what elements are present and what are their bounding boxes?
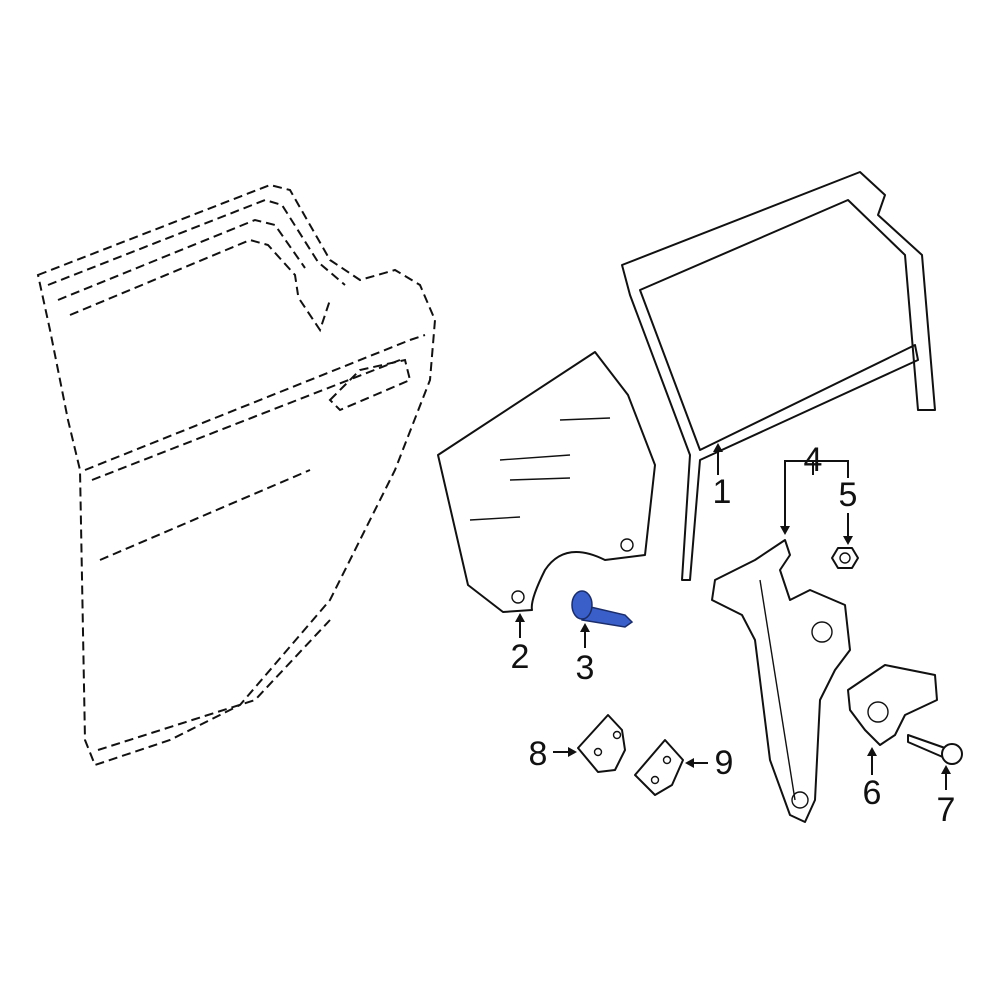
part-2-window-glass[interactable] <box>437 351 656 613</box>
part-5-nut[interactable] <box>831 547 859 569</box>
callout-1[interactable]: 1 <box>712 473 732 511</box>
part-8-glass-clip[interactable] <box>577 714 626 773</box>
callout-7[interactable]: 7 <box>936 791 956 829</box>
part-1-window-frame[interactable] <box>621 171 936 581</box>
callout-6[interactable]: 6 <box>862 774 882 812</box>
callout-8[interactable]: 8 <box>528 735 548 773</box>
leader-lines <box>515 443 951 790</box>
callout-9[interactable]: 9 <box>714 744 734 782</box>
part-3-bolt-highlighted[interactable] <box>571 590 634 628</box>
callout-2[interactable]: 2 <box>510 638 530 676</box>
part-6-regulator-motor[interactable] <box>847 664 938 746</box>
callout-4[interactable]: 4 <box>803 441 823 479</box>
part-4-window-regulator[interactable] <box>711 539 851 823</box>
part-7-bolt[interactable] <box>907 734 963 765</box>
door-shell-outline <box>36 183 437 767</box>
part-9-glass-clip[interactable] <box>634 739 684 796</box>
callout-3[interactable]: 3 <box>575 649 595 687</box>
callout-5[interactable]: 5 <box>838 476 858 514</box>
